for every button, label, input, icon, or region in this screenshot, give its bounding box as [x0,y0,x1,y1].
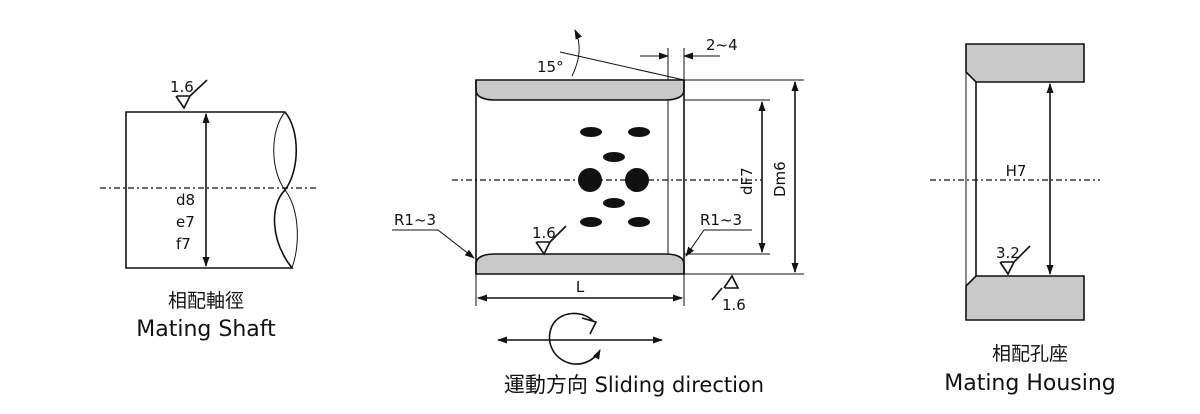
plug [603,198,625,208]
plug [580,217,602,227]
plug [603,152,625,162]
chamfer-width-label: 2~4 [706,36,738,54]
length-label: L [576,278,585,296]
radius-right-label: R1~3 [700,211,742,229]
housing-roughness-symbol [999,245,1031,276]
housing-caption-cn: 相配孔座 [992,343,1068,365]
radius-right-leader [685,229,752,257]
radius-left-label: R1~3 [394,211,436,229]
shaft-roughness-symbol [175,79,208,110]
chamfer-angle-arc [571,29,582,77]
bushing: 15° 2~4 dF7 Dm6 R1~3 R1~3 1.6 1.6 [392,29,804,397]
bushing-top-layer [475,79,685,101]
housing-bottom-wall [965,275,1085,321]
graphite-plugs [578,127,650,227]
shaft-outline [125,111,298,269]
shaft-caption-cn: 相配軸徑 [168,290,244,312]
housing-roughness-label: 3.2 [996,244,1020,262]
mating-shaft: 1.6 d8 e7 f7 相配軸徑 Mating Shaft [100,78,318,342]
shaft-tolerance-e7: e7 [176,213,195,231]
housing-caption-en: Mating Housing [944,371,1116,396]
rotation-arrow-icon [548,312,601,365]
shaft-tolerance-f7: f7 [176,235,191,253]
bushing-inner-roughness-label: 1.6 [532,224,556,242]
shaft-tolerance-d8: d8 [176,191,195,209]
plug [578,168,602,192]
radius-left-leader [392,229,475,259]
shaft-caption-en: Mating Shaft [136,317,276,342]
housing-top-wall [965,43,1085,83]
shaft-roughness-label: 1.6 [170,78,194,96]
outer-diameter-label: Dm6 [771,161,789,197]
chamfer-angle-line [559,51,685,81]
shaft-break-line [273,111,298,269]
bushing-inner-roughness-symbol [535,225,567,256]
plug [628,217,650,227]
chamfer-angle-label: 15° [537,58,564,76]
sliding-direction-caption: 運動方向 Sliding direction [504,373,764,397]
bushing-bottom-layer [475,253,685,275]
housing-tolerance-label: H7 [1006,162,1027,180]
inner-diameter-label: dF7 [738,167,756,195]
bushing-outer-roughness-symbol [711,274,740,301]
rotation-arrow-head-top [581,317,598,335]
plug [625,168,649,192]
plug [628,127,650,137]
plug [580,127,602,137]
bushing-outer-roughness-label: 1.6 [722,296,746,314]
mating-housing: H7 3.2 相配孔座 Mating Housing [930,43,1116,396]
